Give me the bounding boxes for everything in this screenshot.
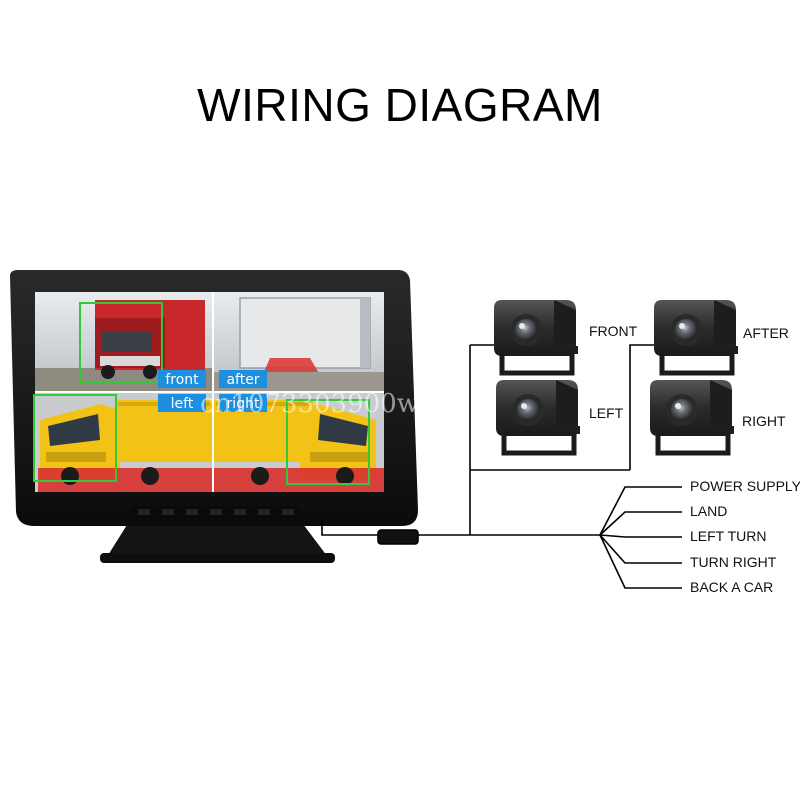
camera-label-after: AFTER xyxy=(743,325,789,341)
camera-label-left: LEFT xyxy=(589,405,624,421)
monitor-button-3[interactable] xyxy=(186,509,198,515)
detect-box-front xyxy=(79,302,163,384)
wire-label-power-supply: POWER SUPPLY xyxy=(690,478,800,494)
watermark: cn1073303900wyrae xyxy=(200,389,477,419)
monitor-button-1[interactable] xyxy=(138,509,150,515)
camera-left xyxy=(496,380,580,456)
camera-label-right: RIGHT xyxy=(742,413,786,429)
tag-right-text: right xyxy=(227,396,260,412)
monitor-buttons xyxy=(130,506,300,518)
tag-front-text: front xyxy=(165,372,199,388)
monitor: front after left right xyxy=(10,270,418,563)
detect-box-right xyxy=(286,399,370,485)
tag-right: right xyxy=(219,394,267,412)
camera-front xyxy=(494,300,578,376)
camera-after xyxy=(654,300,738,376)
monitor-button-7[interactable] xyxy=(282,509,294,515)
wire-label-back-a-car: BACK A CAR xyxy=(690,579,773,595)
wire-label-left-turn: LEFT TURN xyxy=(690,528,767,544)
monitor-stand-base xyxy=(100,553,335,563)
monitor-button-2[interactable] xyxy=(162,509,174,515)
monitor-button-4[interactable] xyxy=(210,509,222,515)
detect-box-left xyxy=(33,394,117,482)
camera-right xyxy=(650,380,734,456)
monitor-button-6[interactable] xyxy=(258,509,270,515)
wire-label-turn-right: TURN RIGHT xyxy=(690,554,777,570)
tag-after: after xyxy=(219,370,267,388)
diagram-title: WIRING DIAGRAM xyxy=(197,79,603,131)
wire-label-land: LAND xyxy=(690,503,727,519)
monitor-stand xyxy=(105,520,330,560)
tag-front: front xyxy=(158,370,206,388)
camera-label-front: FRONT xyxy=(589,323,638,339)
wiring xyxy=(321,344,682,589)
tag-left: left xyxy=(158,394,206,412)
tag-after-text: after xyxy=(226,372,259,388)
tag-left-text: left xyxy=(171,396,194,412)
monitor-button-5[interactable] xyxy=(234,509,246,515)
